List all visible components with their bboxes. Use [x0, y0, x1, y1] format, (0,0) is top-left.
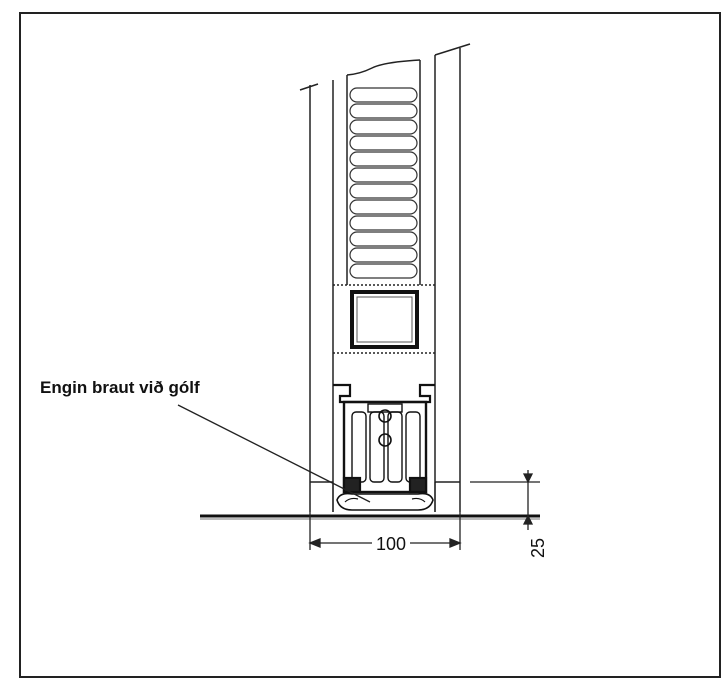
callout-label: Engin braut við gólf: [40, 378, 200, 397]
height-dimension-label: 25: [528, 538, 548, 558]
drawing-border: [19, 12, 721, 678]
height-dimension: [470, 470, 540, 530]
callout-leader: [177, 404, 371, 503]
width-dimension-label: 100: [376, 534, 406, 554]
steel-tube: [350, 290, 419, 349]
width-dimension: [308, 512, 462, 550]
insulation: [349, 87, 418, 279]
bottom-profile: [332, 383, 436, 512]
